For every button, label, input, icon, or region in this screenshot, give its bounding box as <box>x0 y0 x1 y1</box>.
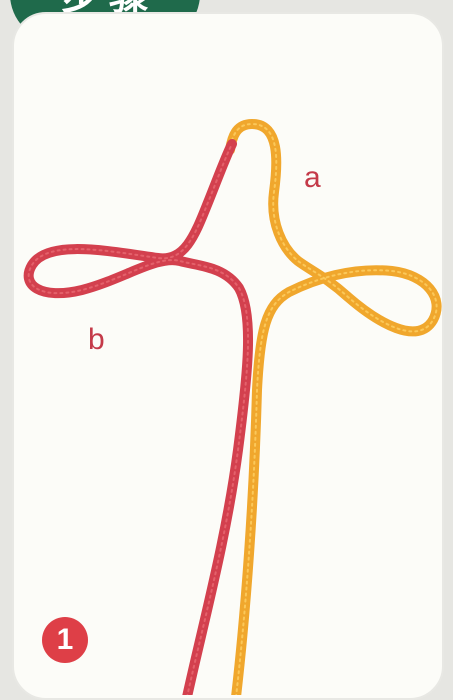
cord-label-a: a <box>304 163 321 193</box>
step-number-badge: 1 <box>42 617 88 663</box>
red-cord <box>29 144 248 695</box>
red-cord-highlight <box>29 144 248 695</box>
cord-label-b: b <box>88 325 105 355</box>
orange-cord <box>230 124 437 695</box>
